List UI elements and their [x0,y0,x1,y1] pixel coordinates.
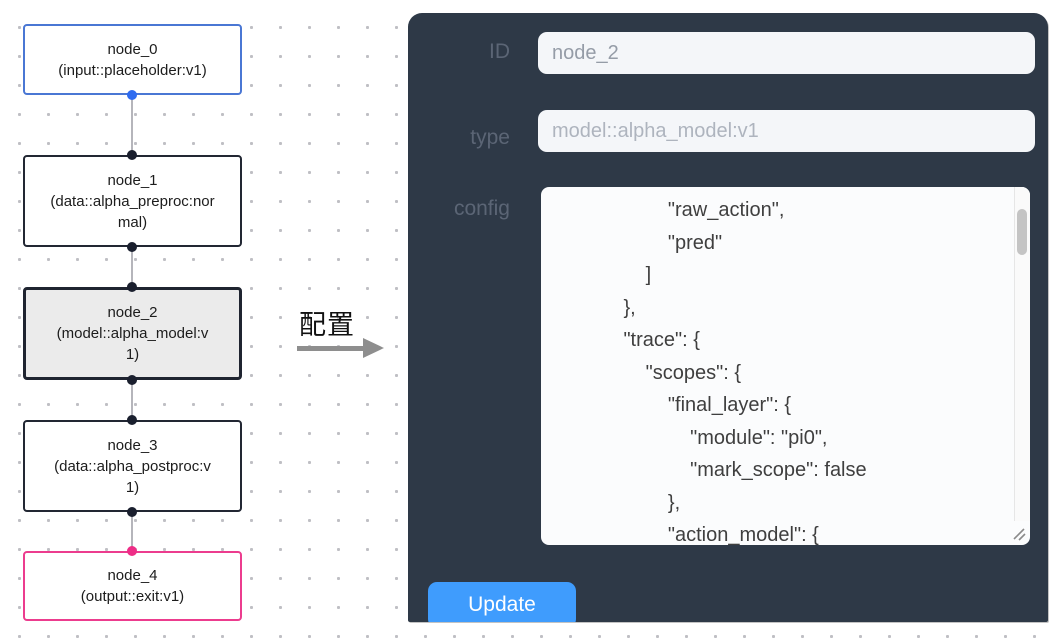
id-field-label: ID [489,40,510,63]
flow-node-node_1[interactable]: node_1 (data::alpha_preproc:normal) [23,155,242,247]
node-type-label: (output::exit:v1) [80,588,185,605]
node-title: node_1 [107,171,158,189]
source-handle-node_2[interactable] [127,375,137,385]
edge-node3-node4 [131,512,133,551]
config-scrollbar-thumb[interactable] [1017,209,1027,255]
node-title: node_0 [107,40,158,58]
config-scrollbar[interactable] [1014,187,1030,521]
flow-node-node_4[interactable]: node_4 (output::exit:v1) [23,551,242,621]
type-input[interactable] [538,110,1035,152]
resize-grip-icon[interactable] [1008,523,1028,543]
edge-node2-node3 [131,380,133,420]
node-type-label: (model::alpha_model:v1) [56,325,209,363]
flow-node-node_0[interactable]: node_0 (input::placeholder:v1) [23,24,242,95]
config-annotation-label: 配置 [299,310,355,340]
flow-node-node_2[interactable]: node_2 (model::alpha_model:v1) [23,287,242,380]
edge-node1-node2 [131,247,133,287]
arrow-line [297,346,365,351]
target-handle-node_1[interactable] [127,150,137,160]
source-handle-node_1[interactable] [127,242,137,252]
node-title: node_3 [107,436,158,454]
config-field-label: config [453,197,510,220]
edge-node0-node1 [131,95,133,155]
type-field-label: type [470,126,510,149]
node-config-panel: ID type config "raw_action", "pred" ] },… [408,13,1048,622]
target-handle-node_2[interactable] [127,282,137,292]
update-button[interactable]: Update [428,582,576,622]
source-handle-node_0[interactable] [127,90,137,100]
node-title: node_2 [107,304,158,321]
node-type-label: (data::alpha_preproc:normal) [50,192,215,231]
node-title: node_4 [107,567,158,584]
node-type-label: (data::alpha_postproc:v1) [54,457,211,496]
source-handle-node_3[interactable] [127,507,137,517]
config-textarea[interactable]: "raw_action", "pred" ] }, "trace": { "sc… [541,187,1030,545]
target-handle-node_3[interactable] [127,415,137,425]
target-handle-node_4[interactable] [127,546,137,556]
config-json-text: "raw_action", "pred" ] }, "trace": { "sc… [623,199,867,545]
arrow-right-icon [363,338,384,358]
flow-node-node_3[interactable]: node_3 (data::alpha_postproc:v1) [23,420,242,512]
id-input[interactable] [538,32,1035,74]
node-type-label: (input::placeholder:v1) [58,61,207,79]
